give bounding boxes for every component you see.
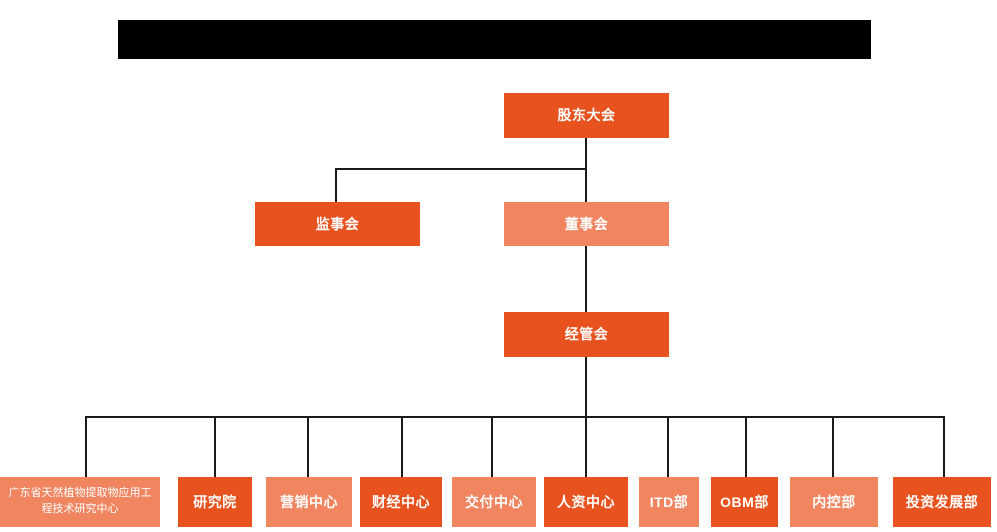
node-finance[interactable]: 财经中心	[360, 477, 442, 527]
connector-directors-to-management	[585, 244, 587, 312]
node-internal-control[interactable]: 内控部	[790, 477, 878, 527]
node-management[interactable]: 经管会	[504, 312, 669, 357]
node-institute[interactable]: 研究院	[178, 477, 252, 527]
node-supervisors[interactable]: 监事会	[255, 202, 420, 246]
redacted-title-bar	[118, 20, 871, 59]
connector-drop-delivery	[491, 416, 493, 477]
node-itd[interactable]: ITD部	[639, 477, 699, 527]
connector-drop-marketing	[307, 416, 309, 477]
connector-drop-investment	[943, 416, 945, 477]
connector-supervisors-drop	[335, 168, 337, 202]
node-directors[interactable]: 董事会	[504, 202, 669, 246]
connector-drop-internal-control	[832, 416, 834, 477]
connector-drop-institute	[214, 416, 216, 477]
connector-drop-hr	[585, 416, 587, 477]
connector-directors-drop	[585, 168, 587, 202]
connector-drop-itd	[667, 416, 669, 477]
connector-shareholders-stem	[585, 138, 587, 170]
node-obm[interactable]: OBM部	[711, 477, 778, 527]
connector-drop-research-center	[85, 416, 87, 477]
connector-management-stem	[585, 357, 587, 417]
node-marketing[interactable]: 营销中心	[266, 477, 352, 527]
node-hr[interactable]: 人资中心	[544, 477, 628, 527]
connector-level4-bus	[85, 416, 944, 418]
node-research-center[interactable]: 广东省天然植物提取物应用工程技术研究中心	[0, 477, 160, 527]
node-investment[interactable]: 投资发展部	[893, 477, 991, 527]
node-shareholders[interactable]: 股东大会	[504, 93, 669, 138]
connector-level2-bus	[335, 168, 587, 170]
connector-drop-finance	[401, 416, 403, 477]
node-delivery[interactable]: 交付中心	[452, 477, 536, 527]
connector-drop-obm	[745, 416, 747, 477]
